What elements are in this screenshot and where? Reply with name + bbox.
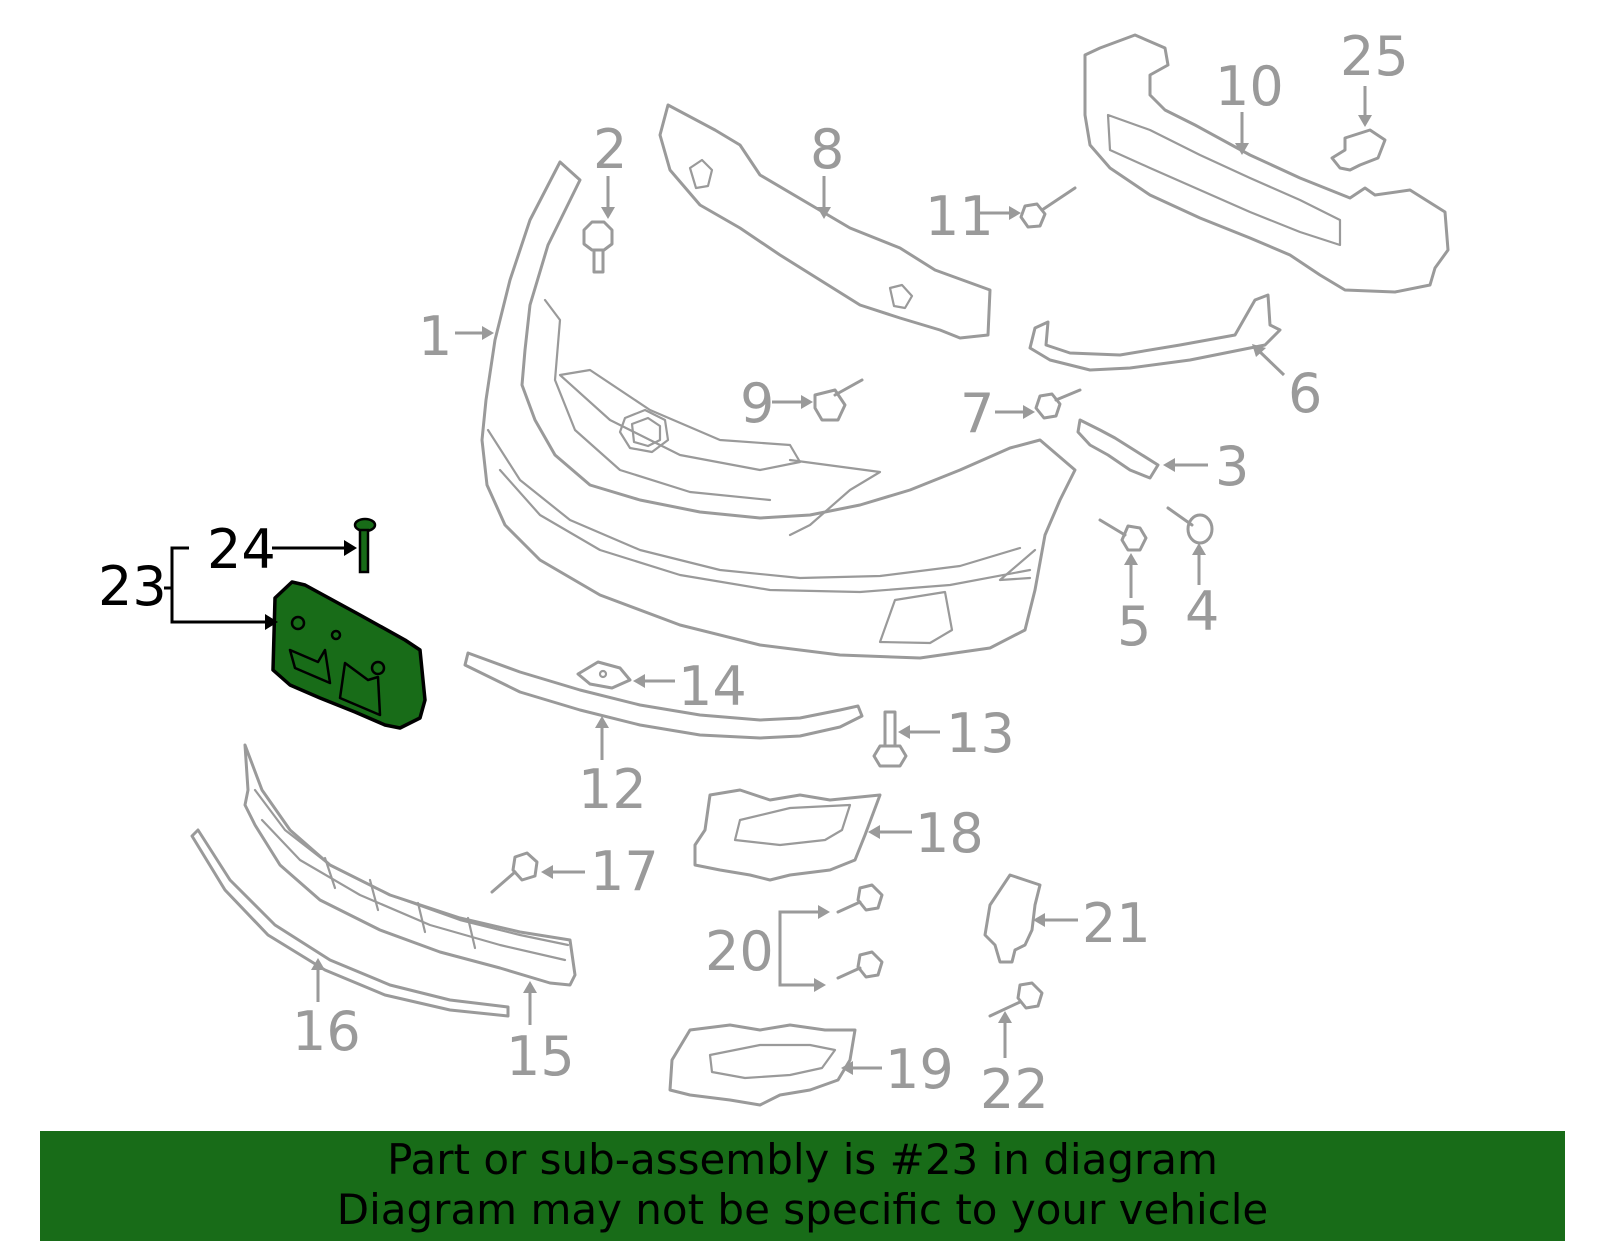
label-9: 9 (740, 372, 774, 435)
part-11-bolt (1019, 186, 1077, 229)
part-17-bolt (490, 851, 539, 894)
part-15-lower-grille (243, 743, 577, 987)
part-18-fog-lamp-bezel (693, 788, 882, 882)
label-18: 18 (915, 802, 984, 865)
part-12-trim-strip (463, 651, 864, 740)
label-21: 21 (1082, 892, 1151, 955)
label-4: 4 (1185, 580, 1219, 643)
label-24: 24 (207, 518, 276, 581)
part-1-bumper-cover (480, 160, 1077, 660)
info-banner: Part or sub-assembly is #23 in diagram D… (40, 1131, 1565, 1241)
label-6: 6 (1288, 362, 1322, 425)
label-23: 23 (98, 555, 167, 618)
label-17: 17 (590, 840, 659, 903)
label-22: 22 (980, 1058, 1049, 1121)
part-8-energy-absorber (658, 103, 992, 340)
part-9-clip (813, 378, 864, 422)
part-23-license-plate-bracket (271, 580, 427, 730)
part-25-bracket (1330, 128, 1387, 172)
part-4-clip (1166, 506, 1214, 545)
label-1: 1 (418, 305, 452, 368)
part-21-bracket (983, 873, 1042, 964)
label-11: 11 (925, 185, 994, 248)
banner-line-2: Diagram may not be specific to your vehi… (336, 1185, 1269, 1234)
part-19-fog-lamp-bezel (668, 1023, 857, 1107)
label-10: 10 (1215, 55, 1284, 118)
part-10-reinforcement-beam (1083, 33, 1450, 294)
label-5: 5 (1117, 595, 1151, 658)
label-19: 19 (885, 1038, 954, 1101)
label-16: 16 (292, 1000, 361, 1063)
label-3: 3 (1215, 435, 1249, 498)
label-8: 8 (810, 118, 844, 181)
part-2-bolt (582, 220, 614, 274)
part-22-bolt (988, 981, 1044, 1018)
part-16-trim-strip (190, 828, 510, 1018)
part-5-bolt (1098, 518, 1148, 552)
part-14-clip (576, 660, 632, 690)
label-7: 7 (960, 382, 994, 445)
part-7-bolt (1034, 388, 1082, 420)
part-24-screw (353, 517, 377, 574)
banner-line-1: Part or sub-assembly is #23 in diagram (387, 1135, 1218, 1184)
part-13-bolt (872, 710, 908, 768)
label-2: 2 (593, 118, 627, 181)
label-15: 15 (506, 1025, 575, 1088)
label-20: 20 (705, 920, 774, 983)
label-12: 12 (578, 758, 647, 821)
label-25: 25 (1340, 25, 1409, 88)
part-3-bracket (1076, 418, 1160, 480)
label-14: 14 (678, 655, 747, 718)
part-6-bracket (1028, 293, 1282, 372)
part-20-bolts (836, 883, 884, 980)
label-13: 13 (946, 702, 1015, 765)
